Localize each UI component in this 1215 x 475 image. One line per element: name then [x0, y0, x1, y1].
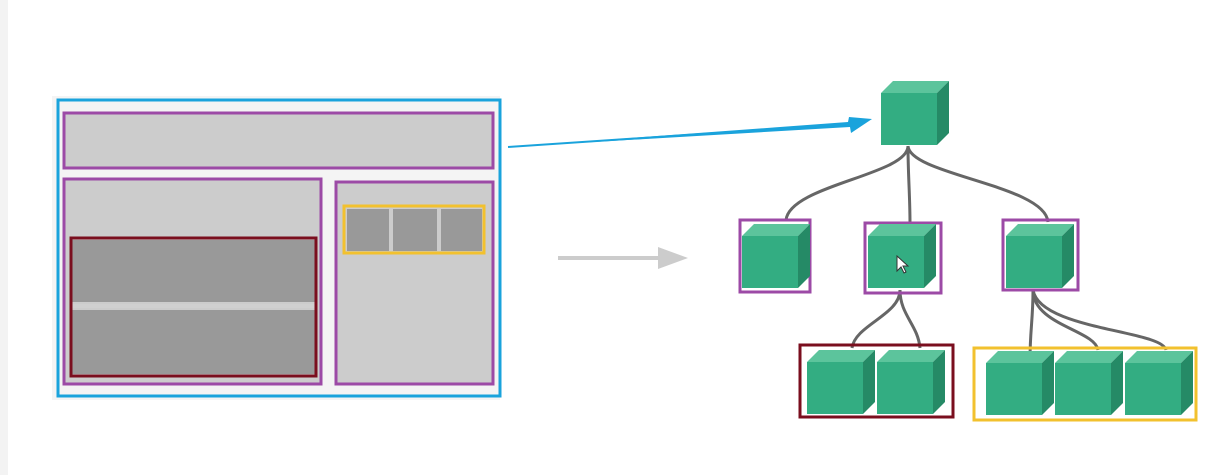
tree-root-cube	[881, 81, 949, 145]
tree-connectors	[784, 145, 1168, 361]
tree-button-cube	[1055, 351, 1123, 415]
mockup-header-section	[62, 111, 495, 170]
mockup-button	[441, 209, 482, 251]
tree-node-sidebar	[1001, 218, 1080, 292]
component-tree	[738, 81, 1198, 422]
mapping-arrow	[507, 117, 872, 148]
left-edge-strip	[0, 0, 8, 475]
mockup-list-row	[72, 240, 315, 302]
mockup-button	[347, 209, 389, 251]
tree-node-main	[863, 221, 943, 295]
mockup-main-section	[62, 177, 323, 386]
mockup-list-divider	[72, 304, 315, 308]
tree-list-group	[798, 343, 955, 419]
tree-button-group	[972, 346, 1198, 422]
tree-list-item-cube	[877, 350, 945, 414]
tree-list-item-cube	[807, 350, 875, 414]
mockup-button	[393, 209, 437, 251]
tree-button-cube	[1125, 351, 1193, 415]
mockup-list-group	[69, 236, 318, 378]
page-mockup	[52, 96, 502, 400]
cursor-icon	[896, 254, 910, 274]
mockup-outer-frame	[56, 98, 502, 398]
transform-arrow	[558, 247, 688, 269]
mockup-list-row	[72, 310, 315, 374]
tree-button-cube	[986, 351, 1054, 415]
mockup-sidebar-section	[334, 180, 495, 386]
mockup-button-group	[342, 204, 486, 255]
tree-node-header	[738, 218, 812, 294]
